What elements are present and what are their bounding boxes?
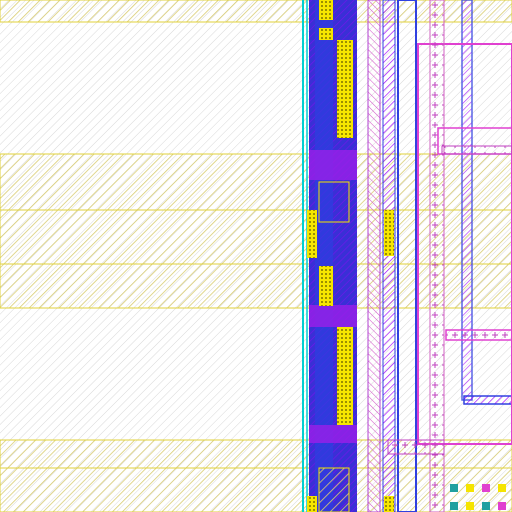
contact-cell xyxy=(318,181,350,223)
purple-poly-columns xyxy=(367,0,396,512)
yellow-rail-band xyxy=(0,467,512,512)
pink-hatch-region xyxy=(429,0,445,512)
contact-cell xyxy=(482,484,490,492)
magenta-segment xyxy=(309,305,357,327)
contact-cell xyxy=(384,496,394,512)
contact-cell xyxy=(319,0,333,20)
magenta-outline xyxy=(417,43,512,445)
contact-cell xyxy=(384,210,394,256)
magenta-segment xyxy=(309,425,357,443)
contact-cell xyxy=(319,28,333,40)
contact-cell xyxy=(450,502,458,510)
pink-hatch-region xyxy=(387,439,445,455)
magenta-outline xyxy=(445,329,512,341)
contact-cell xyxy=(466,484,474,492)
contact-cell xyxy=(307,210,317,258)
blue-outlines xyxy=(397,0,512,512)
blue-inner-stripe xyxy=(315,0,333,512)
magenta-segment xyxy=(309,150,357,180)
contact-cell xyxy=(318,467,350,512)
contact-cell xyxy=(498,484,506,492)
blue-outline xyxy=(397,0,417,512)
contact-cells xyxy=(307,0,353,512)
bottom-right-cells xyxy=(450,484,506,510)
yellow-rail-band xyxy=(0,209,512,265)
pink-hatch-region xyxy=(441,145,512,155)
contact-cell xyxy=(466,502,474,510)
contact-cell xyxy=(482,502,490,510)
contact-cell xyxy=(337,327,353,425)
contact-cell xyxy=(337,40,353,138)
contact-cell xyxy=(319,266,333,306)
yellow-rail-band xyxy=(0,263,512,309)
blue-outline xyxy=(463,395,512,405)
contact-cell xyxy=(307,496,317,512)
contact-cell xyxy=(498,502,506,510)
magenta-outlines xyxy=(387,0,512,512)
purple-poly-column xyxy=(367,0,381,512)
contact-cell xyxy=(450,484,458,492)
yellow-rail-band xyxy=(0,153,512,211)
